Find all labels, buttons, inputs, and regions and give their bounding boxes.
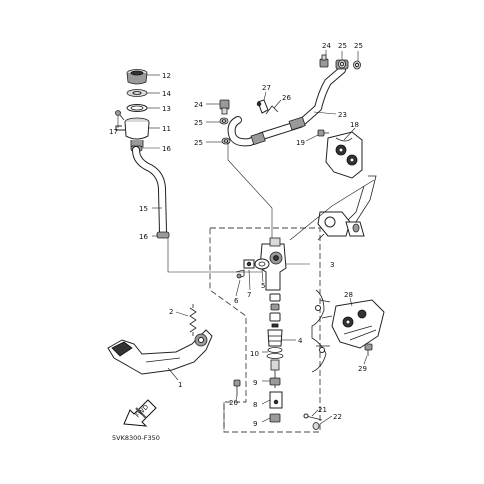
front-arrow-icon [123, 399, 157, 427]
diagram-code: 5VK8300-F350 [112, 434, 160, 442]
callout-8: 8 [253, 401, 257, 409]
hose-guide-27 [256, 99, 269, 114]
washer-22 [312, 422, 320, 430]
callout-9-top: 9 [253, 379, 257, 387]
callout-16-top: 16 [162, 145, 171, 153]
copper-washer-25c [219, 117, 229, 125]
diaphragm-13 [126, 104, 148, 112]
callout-25-top-b: 25 [354, 42, 363, 50]
callout-9-bottom: 9 [253, 420, 257, 428]
callout-13: 13 [162, 105, 171, 113]
callout-17: 17 [109, 128, 118, 136]
bolt-29 [364, 343, 373, 356]
callout-6: 6 [234, 297, 239, 305]
callout-18: 18 [350, 121, 359, 129]
clamp-26 [265, 105, 279, 115]
callout-28: 28 [344, 291, 353, 299]
callout-1: 1 [178, 381, 182, 389]
assembly-boundary [209, 227, 321, 433]
callout-21: 21 [318, 406, 327, 414]
spring-2 [189, 304, 197, 336]
callout-12: 12 [162, 72, 171, 80]
bolt-19 [317, 129, 329, 137]
brake-hose-23 [227, 59, 349, 147]
copper-washer-25d [221, 137, 231, 145]
leader-lines [117, 50, 368, 425]
joint-7 [243, 259, 255, 269]
brake-pedal-1 [107, 329, 213, 375]
routing-lines [167, 142, 375, 430]
screw-17 [115, 110, 125, 121]
clevis-8 [269, 391, 283, 409]
snap-ring-10 [266, 347, 284, 359]
callout-27: 27 [262, 84, 271, 92]
nut-9a [262, 377, 281, 386]
callout-labels: 24 25 25 27 24 26 23 25 18 25 19 12 14 1… [109, 42, 367, 428]
callout-20: 20 [229, 399, 238, 407]
callout-4: 4 [298, 337, 303, 345]
callout-15: 15 [139, 205, 148, 213]
callout-22: 22 [333, 413, 342, 421]
callout-14: 14 [162, 90, 171, 98]
nut-9b [269, 413, 281, 423]
callout-16-bottom: 16 [139, 233, 148, 241]
hose-holder-18 [325, 131, 363, 179]
cylinder-kit-4 [267, 293, 283, 347]
callout-5: 5 [261, 282, 265, 290]
hose-clip-16b [156, 231, 170, 239]
hose-clip-6 [235, 269, 245, 279]
union-bolt-24b [219, 99, 230, 115]
callout-2: 2 [169, 308, 173, 316]
callout-25-left-a: 25 [194, 119, 203, 127]
callout-11: 11 [162, 125, 171, 133]
callout-7: 7 [247, 291, 251, 299]
callout-23: 23 [338, 111, 347, 119]
copper-washer-25b [353, 60, 361, 70]
callout-3: 3 [330, 261, 334, 269]
callout-26: 26 [282, 94, 291, 102]
bolt-20 [233, 379, 241, 396]
heel-guard-28 [331, 299, 385, 349]
union-bolt-24a [319, 54, 329, 68]
callout-29: 29 [358, 365, 367, 373]
reservoir-tank-11 [115, 117, 150, 148]
frame-bracket [317, 175, 377, 241]
callout-25-top-a: 25 [338, 42, 347, 50]
footrest-bracket [311, 289, 333, 373]
callout-25-left-b: 25 [194, 139, 203, 147]
copper-washer-25a [338, 59, 346, 69]
callout-19: 19 [296, 139, 305, 147]
diaphragm-plate-14 [126, 89, 148, 97]
hose-joint-5 [254, 258, 270, 270]
cotter-pin-21 [303, 413, 323, 421]
callout-24-left: 24 [194, 101, 203, 109]
reservoir-hose-15 [132, 146, 167, 236]
callout-10: 10 [250, 350, 259, 358]
callout-24-top: 24 [322, 42, 331, 50]
reservoir-cap-12 [126, 69, 148, 85]
